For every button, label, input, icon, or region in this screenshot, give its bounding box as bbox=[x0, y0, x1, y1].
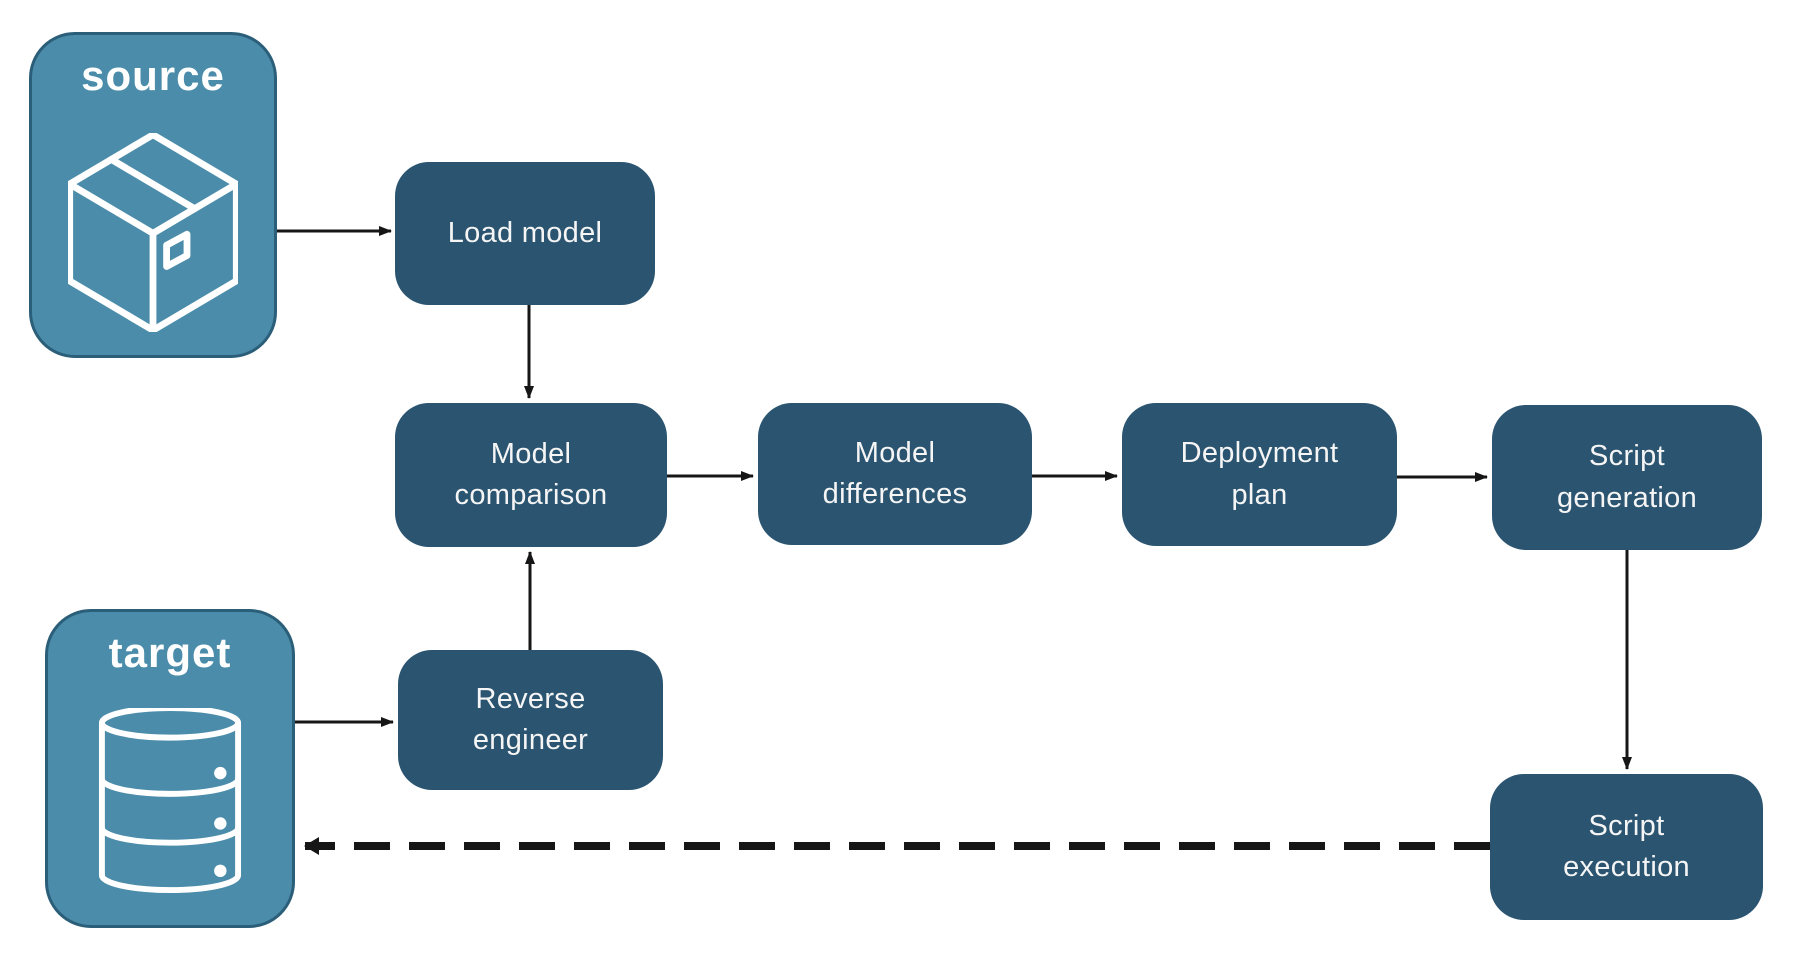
node-deployment-plan-label: Deployment plan bbox=[1180, 437, 1339, 511]
node-script-generation: Script generation bbox=[1492, 405, 1762, 550]
node-load-model-label: Load model bbox=[447, 216, 603, 249]
source-endpoint: source bbox=[29, 32, 277, 358]
node-reverse-engineer-label: Reverse engineer bbox=[472, 682, 589, 756]
node-script-generation-label: Script generation bbox=[1556, 440, 1698, 514]
node-model-comparison: Model comparison bbox=[395, 403, 667, 547]
node-reverse-engineer: Reverse engineer bbox=[398, 650, 663, 790]
target-label: target bbox=[108, 629, 232, 676]
database-icon bbox=[98, 708, 242, 894]
node-script-execution: Script execution bbox=[1490, 774, 1763, 920]
node-model-differences-label: Model differences bbox=[822, 436, 968, 510]
node-model-comparison-label: Model comparison bbox=[454, 437, 608, 511]
target-endpoint: target bbox=[45, 609, 295, 928]
source-label: source bbox=[81, 52, 225, 99]
node-deployment-plan: Deployment plan bbox=[1122, 403, 1397, 546]
node-script-execution-label: Script execution bbox=[1563, 809, 1690, 883]
node-model-differences: Model differences bbox=[758, 403, 1032, 545]
package-icon bbox=[68, 133, 238, 333]
node-load-model: Load model bbox=[395, 162, 655, 305]
